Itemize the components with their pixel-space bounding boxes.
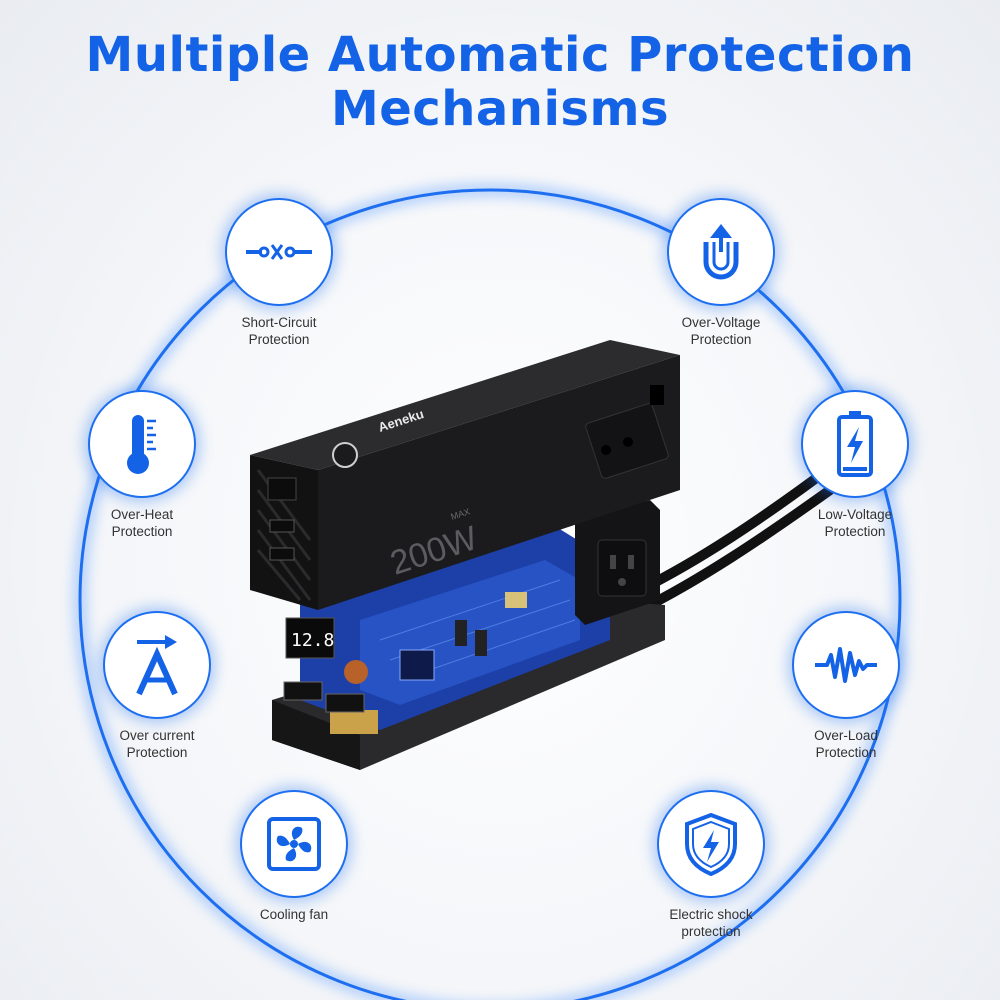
feature-over-voltage: Over-Voltage Protection	[631, 198, 811, 348]
feature-label-line2: Protection	[248, 332, 310, 347]
feature-label-line1: Over-Heat	[110, 507, 174, 522]
thermometer-icon	[127, 415, 156, 474]
feature-short-circuit: Short-Circuit Protection	[189, 198, 369, 348]
feature-label-line1: Electric shock	[669, 907, 753, 922]
feature-over-heat: Over-Heat Protection	[52, 390, 232, 540]
title-line-2: Mechanisms	[330, 81, 670, 137]
feature-label-line2: Protection	[815, 745, 877, 760]
fan-icon	[267, 817, 321, 871]
waveform-icon	[815, 647, 877, 683]
feature-electric-shock: Electric shock protection	[621, 790, 801, 940]
display-reading: 12.8	[291, 630, 334, 651]
feature-label-line1: Over-Voltage	[681, 315, 761, 330]
feature-label-line2: Protection	[690, 332, 752, 347]
feature-cooling-fan: Cooling fan	[204, 790, 384, 923]
feature-label-line2: Protection	[111, 524, 173, 539]
feature-label-line1: Cooling fan	[259, 907, 329, 922]
feature-label-line2: protection	[681, 924, 741, 939]
over-voltage-icon	[703, 224, 739, 280]
feature-over-current: Over current Protection	[67, 611, 247, 761]
feature-label-line1: Over current	[119, 728, 195, 743]
title-line-1: Multiple Automatic Protection	[85, 27, 915, 83]
ampere-icon	[136, 635, 178, 696]
feature-over-load: Over-Load Protection	[756, 611, 936, 761]
feature-label-line1: Short-Circuit	[241, 315, 317, 330]
feature-label-line2: Protection	[824, 524, 886, 539]
page-title: Multiple Automatic Protection Mechanisms	[0, 28, 1000, 136]
feature-label-line2: Protection	[126, 745, 188, 760]
feature-label-line1: Over-Load	[814, 728, 878, 743]
feature-label-line1: Low-Voltage	[817, 507, 893, 522]
battery-icon	[837, 411, 873, 477]
feature-low-voltage: Low-Voltage Protection	[765, 390, 945, 540]
shield-bolt-icon	[685, 812, 737, 876]
short-circuit-icon	[246, 244, 312, 260]
